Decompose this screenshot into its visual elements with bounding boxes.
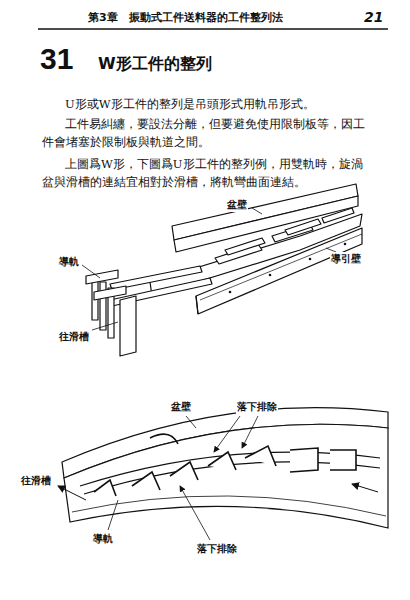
part-label: 導引壁 [330, 252, 362, 266]
section-title: W形工件的整列 [98, 54, 212, 75]
body-text: 工件易糾纏，要設法分離，但要避免使用限制板等，因工件會堵塞於限制板與軌道之間。 [42, 115, 374, 151]
part-label: 往滑槽 [58, 330, 90, 344]
body-text: 上圖爲W形，下圖爲U形工件的整列例，用雙軌時，旋渦盆與滑槽的連結宜相對於滑槽，將… [42, 155, 374, 191]
body-text: U形或W形工件的整列是吊頭形式用軌吊形式。 [42, 95, 374, 113]
part-label: 盆壁 [226, 198, 248, 212]
section-number: 31 [40, 42, 73, 76]
part-label: 落下排除 [236, 400, 278, 414]
leader-lines [108, 416, 258, 540]
part-label: 導軌 [92, 532, 114, 546]
part-label: 往滑槽 [20, 474, 52, 488]
page-number: 21 [364, 9, 383, 25]
bottom-figure [58, 408, 388, 528]
part-label: 落下排除 [196, 542, 238, 556]
part-label: 導軌 [58, 255, 80, 269]
part-label: 盆壁 [170, 400, 192, 414]
top-figure [86, 184, 362, 356]
leader-lines [82, 208, 336, 330]
running-header: 第3章 振動式工件送料器的工件整列法 [88, 10, 283, 25]
header-rule [38, 29, 388, 30]
